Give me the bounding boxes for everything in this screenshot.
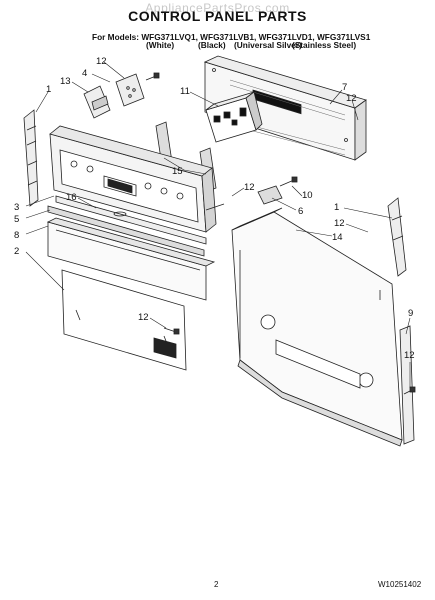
part-1-left-bracket (23, 109, 39, 207)
part-8-panel (46, 217, 216, 301)
callout-1-left: 1 (46, 84, 51, 95)
callout-7: 7 (342, 82, 347, 93)
part-12-screw-right (403, 386, 416, 395)
part-1-right-bracket (387, 197, 407, 277)
callout-10: 10 (302, 190, 313, 201)
color-universal-silver: (Universal Silver) (234, 40, 302, 50)
color-black: (Black) (198, 40, 226, 50)
watermark: AppliancePartsPros.com (145, 1, 290, 15)
callout-12-lower: 12 (138, 312, 149, 323)
callout-6: 6 (298, 206, 303, 217)
callout-13: 13 (60, 76, 71, 87)
part-7-back-guard (203, 55, 367, 161)
part-2-access-panel (61, 269, 187, 371)
part-side-panel (231, 207, 403, 447)
leader-lines (25, 61, 411, 388)
part-4-clip (115, 73, 145, 107)
part-11-electronic-control (205, 91, 263, 143)
callout-12-top: 12 (96, 56, 107, 67)
callout-9: 9 (408, 308, 413, 319)
part-13-bracket (83, 85, 111, 119)
callout-8: 8 (14, 230, 19, 241)
part-3-control-panel (49, 125, 225, 233)
callout-2: 2 (14, 246, 19, 257)
color-stainless-steel: (Stainless Steel) (292, 40, 357, 50)
callout-12-right: 12 (334, 218, 345, 229)
page-number: 2 (214, 580, 219, 589)
callout-16: 16 (66, 192, 77, 203)
part-16-trim (55, 195, 207, 245)
callout-15: 15 (172, 166, 183, 177)
part-10-clip (279, 176, 298, 187)
part-9-strip (399, 325, 415, 445)
callout-14: 14 (332, 232, 343, 243)
part-6-clip (257, 185, 283, 205)
callout-3: 3 (14, 202, 19, 213)
callout-11: 11 (180, 86, 190, 97)
callout-12-side: 12 (404, 350, 415, 361)
color-white: (White) (146, 40, 175, 50)
callout-5: 5 (14, 214, 19, 225)
document-number: W10251402 (378, 580, 422, 589)
page-title: CONTROL PANEL PARTS (128, 8, 307, 24)
callout-labels: 1 12 4 13 11 7 12 15 12 3 16 5 8 2 10 6 … (14, 56, 415, 361)
models-line: For Models: WFG371LVQ1, WFG371LVB1, WFG3… (92, 32, 371, 42)
part-5-strip (47, 205, 205, 257)
callout-1-right: 1 (334, 202, 339, 213)
callout-12-mid: 12 (244, 182, 255, 193)
part-12-screw-lower (163, 327, 180, 335)
callout-12-back: 12 (346, 93, 357, 104)
callout-4: 4 (82, 68, 87, 79)
part-12-screw-top (145, 72, 160, 81)
